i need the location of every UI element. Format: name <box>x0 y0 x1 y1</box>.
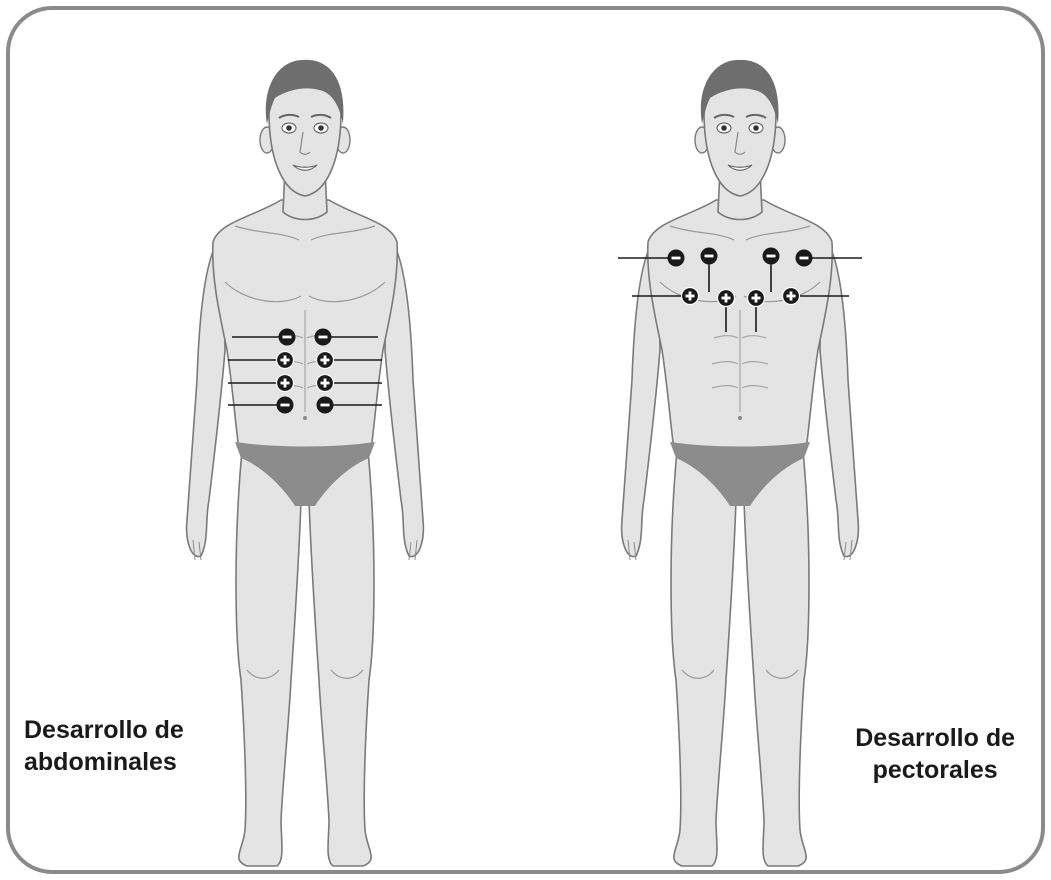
electrode-positive <box>783 288 800 305</box>
electrode-positive <box>317 375 334 392</box>
human-body-right <box>622 60 859 866</box>
electrode-positive <box>277 352 294 369</box>
figure-abdominales <box>187 60 424 866</box>
electrode-negative <box>277 397 294 414</box>
electrode-positive <box>277 375 294 392</box>
electrode-negative <box>701 248 718 265</box>
caption-abdominales: Desarrollo de abdominales <box>24 714 184 778</box>
electrode-negative <box>796 250 813 267</box>
electrode-negative <box>279 329 296 346</box>
figure-pectorales <box>618 60 862 866</box>
caption-pectorales: Desarrollo de pectorales <box>855 722 1015 786</box>
human-body-left <box>187 60 424 866</box>
electrode-positive <box>317 352 334 369</box>
electrode-negative <box>763 248 780 265</box>
caption-abdominales-line2: abdominales <box>24 746 184 778</box>
caption-abdominales-line1: Desarrollo de <box>24 714 184 746</box>
electrode-negative <box>668 250 685 267</box>
electrode-negative <box>315 329 332 346</box>
electrode-positive <box>682 288 699 305</box>
caption-pectorales-line2: pectorales <box>855 754 1015 786</box>
electrode-positive <box>748 290 765 307</box>
caption-pectorales-line1: Desarrollo de <box>855 722 1015 754</box>
electrode-positive <box>718 290 735 307</box>
electrode-negative <box>317 397 334 414</box>
